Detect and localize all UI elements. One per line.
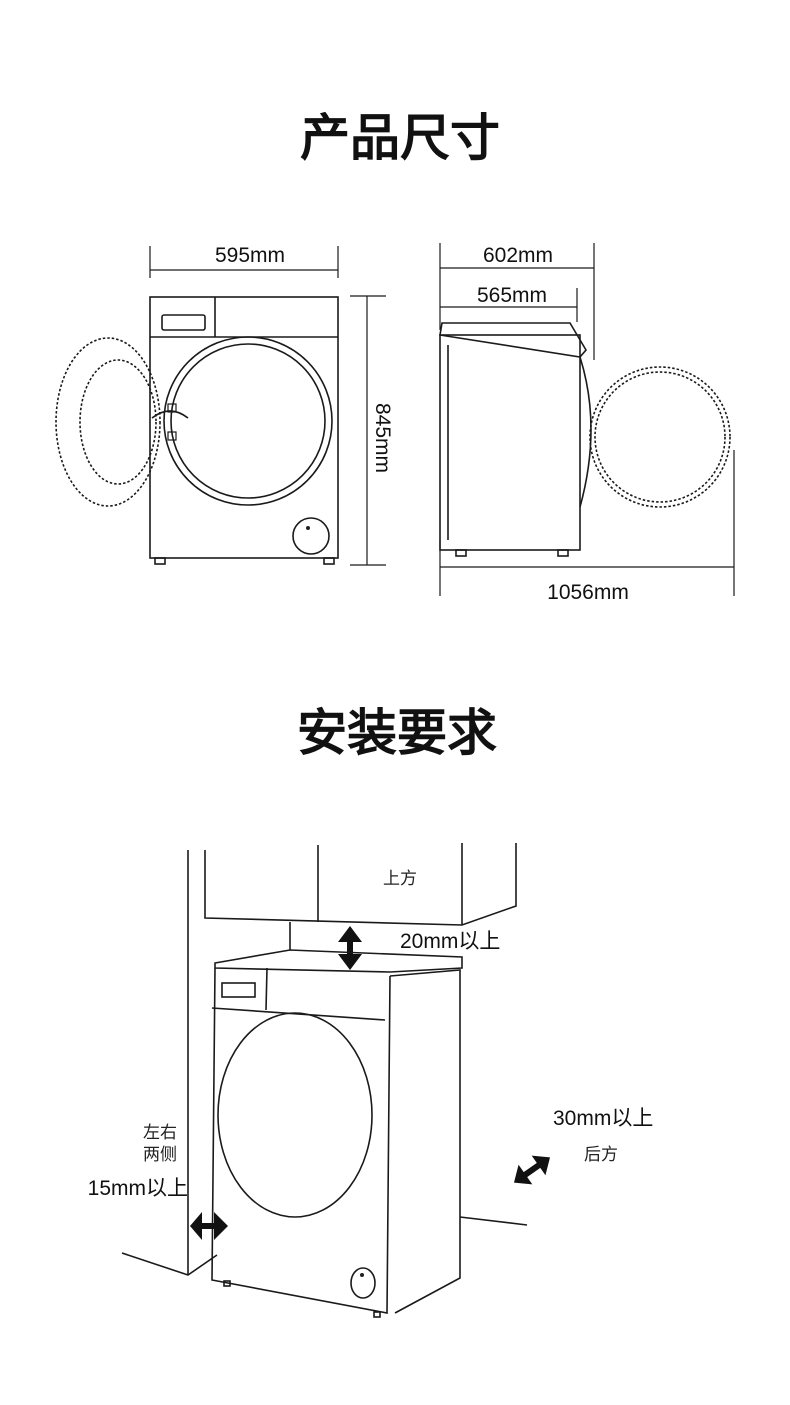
top-label: 上方 [383, 869, 417, 889]
display-panel [161, 314, 206, 331]
depth-label: 602mm [483, 244, 553, 267]
open-door-outline [55, 337, 161, 507]
machine-body-front [149, 296, 339, 559]
door-swing-arrow [151, 410, 189, 419]
side-clearance-label: 15mm以上 [88, 1177, 188, 1200]
width-label: 595mm [215, 244, 285, 267]
upper-cabinet [204, 843, 517, 926]
open-depth-label: 1056mm [547, 581, 629, 604]
dimensions-title: 产品尺寸 [300, 109, 500, 167]
back-clearance-arrow [513, 1155, 551, 1185]
top-clearance-arrow [338, 926, 362, 970]
height-label: 845mm [371, 403, 394, 473]
side-top-lid [439, 322, 587, 358]
machine-body-side [439, 334, 581, 551]
side-view: 602mm 565mm 1056mm [439, 243, 735, 604]
installation-title: 安装要求 [297, 704, 497, 762]
filter-cap-3d [350, 1267, 376, 1299]
door-3d [217, 1012, 373, 1218]
machine-side [389, 969, 461, 1314]
door-glass [170, 343, 326, 499]
front-view: 595mm 845mm [55, 244, 394, 566]
side-label-line1: 左右 [143, 1123, 177, 1143]
top-clearance-label: 20mm以上 [400, 930, 500, 953]
machine-top [214, 949, 463, 973]
door-frame [163, 336, 333, 506]
back-label: 后方 [584, 1145, 618, 1165]
installation-diagram: 上方 20mm以上 左右 两侧 15mm以上 [88, 843, 653, 1318]
filter-cap [292, 517, 330, 555]
side-label-line2: 两侧 [143, 1145, 177, 1165]
back-clearance-label: 30mm以上 [553, 1107, 653, 1130]
machine-front [211, 967, 391, 1314]
side-clearance-arrow [190, 1212, 228, 1240]
display-panel-3d [221, 982, 256, 998]
open-door-outline-side [589, 366, 731, 508]
body-depth-label: 565mm [477, 284, 547, 307]
door-bulge [579, 356, 592, 508]
